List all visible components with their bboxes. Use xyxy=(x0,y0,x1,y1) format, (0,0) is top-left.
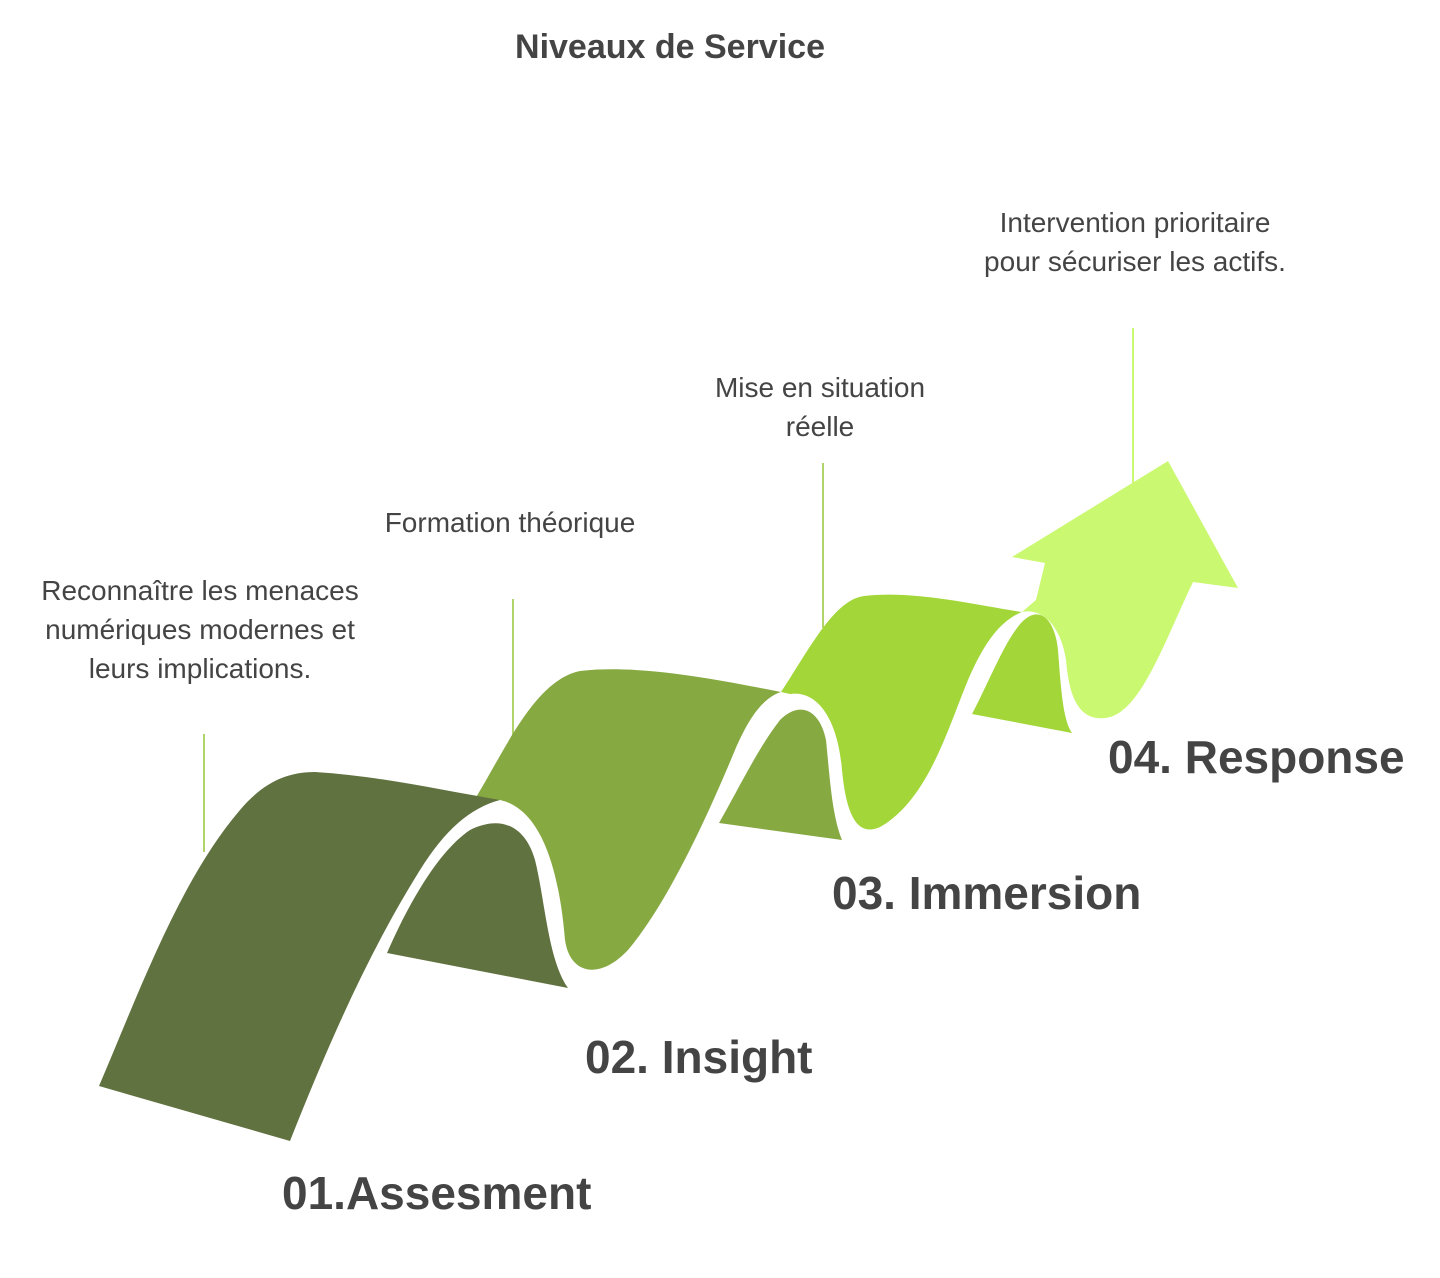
step-3-label: 03. Immersion xyxy=(832,867,1142,919)
step-4-fold xyxy=(972,614,1072,733)
step-2-description: Formation théorique xyxy=(384,507,636,538)
step-3-description: Mise en situation réelle xyxy=(714,372,926,442)
step-4-ribbon xyxy=(1012,461,1238,719)
diagram-title: Niveaux de Service xyxy=(515,28,825,66)
step-1-description: Reconnaître les menaces numériques moder… xyxy=(41,575,359,684)
step-1-label: 01.Assesment xyxy=(282,1167,592,1219)
step-1-ribbon xyxy=(99,772,500,1141)
step-3-ribbon xyxy=(781,594,1022,830)
step-4-label: 04. Response xyxy=(1108,731,1405,783)
step-2-ribbon xyxy=(475,669,781,970)
step-3-fold xyxy=(719,709,842,840)
step-2-fold xyxy=(387,823,568,988)
step-4-description: Intervention prioritaire pour sécuriser … xyxy=(984,207,1286,277)
step-2-label: 02. Insight xyxy=(585,1031,813,1083)
